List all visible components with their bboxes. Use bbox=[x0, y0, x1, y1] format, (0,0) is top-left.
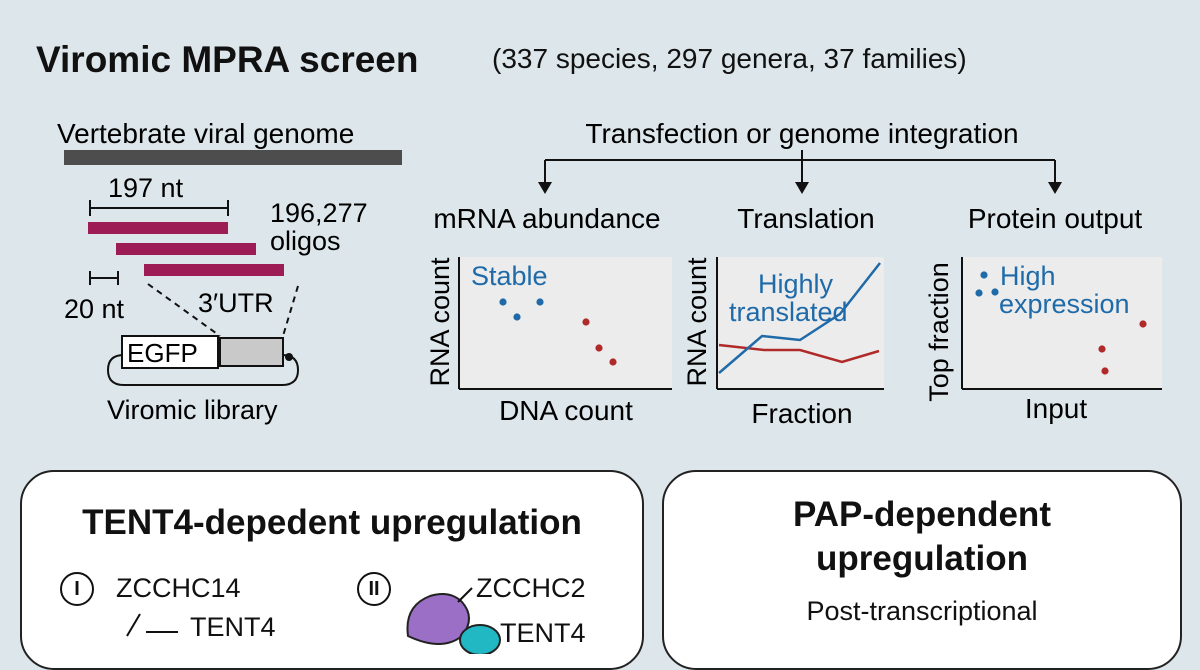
oligo-bar bbox=[116, 243, 256, 255]
utr-box bbox=[219, 337, 284, 367]
mechanism-2-partner: TENT4 bbox=[500, 618, 586, 648]
egfp-box bbox=[121, 335, 219, 369]
egfp-label: EGFP bbox=[127, 338, 198, 368]
xlabel-protein: Input bbox=[1025, 393, 1087, 424]
utr-label: 3′UTR bbox=[198, 288, 274, 318]
annotation-highly: Highly bbox=[758, 269, 834, 299]
ylabel-protein: Top fraction bbox=[924, 262, 954, 402]
mechanism-1-partner: TENT4 bbox=[190, 612, 276, 642]
mechanism-badge-2: II bbox=[357, 572, 391, 606]
oligo-unit: oligos bbox=[270, 226, 341, 256]
data-point-other bbox=[1139, 320, 1147, 328]
plot-area-translation bbox=[717, 257, 884, 389]
oligo-bar bbox=[144, 264, 284, 276]
data-point-stable bbox=[536, 298, 544, 306]
delivery-label: Transfection or genome integration bbox=[585, 118, 1018, 149]
step-length-bracket bbox=[89, 271, 119, 285]
arrow-down-icon bbox=[538, 182, 552, 194]
plot-axes-translation bbox=[716, 257, 884, 390]
main-title: Viromic MPRA screen bbox=[36, 39, 419, 80]
pap-panel: PAP-dependent upregulation Post-transcri… bbox=[662, 470, 1182, 670]
plot-axes-mrna bbox=[458, 257, 672, 390]
oligo-count: 196,277 bbox=[270, 198, 368, 228]
polya-signal-dot bbox=[285, 353, 293, 361]
genome-bar bbox=[64, 150, 402, 165]
annotation-translated: translated bbox=[729, 297, 848, 327]
zoom-line bbox=[282, 285, 299, 337]
mechanism-2-factor: ZCCHC2 bbox=[476, 573, 586, 603]
ylabel-translation: RNA count bbox=[682, 257, 712, 387]
data-point-high bbox=[975, 289, 983, 297]
data-point-stable bbox=[513, 313, 521, 321]
step-length-label: 20 nt bbox=[64, 294, 125, 324]
pap-panel-title: PAP-dependent upregulation bbox=[664, 493, 1180, 581]
plot-area-protein bbox=[962, 257, 1162, 389]
data-point-other bbox=[582, 318, 590, 326]
xlabel-mrna: DNA count bbox=[499, 395, 633, 426]
series-line-highly-translated bbox=[718, 262, 881, 374]
library-label: Viromic library bbox=[107, 395, 278, 425]
tent4-panel-title: TENT4-depedent upregulation bbox=[82, 503, 582, 542]
pap-title-line-1: PAP-dependent bbox=[793, 495, 1051, 534]
tent4-panel: TENT4-depedent upregulation I ZCCHC14 TE… bbox=[20, 470, 644, 670]
plasmid-loop bbox=[106, 354, 300, 386]
data-point-high bbox=[991, 288, 999, 296]
zoom-line bbox=[147, 283, 221, 337]
xlabel-translation: Fraction bbox=[751, 398, 852, 429]
mechanism-badge-1: I bbox=[60, 572, 94, 606]
annotation-high: High bbox=[1000, 261, 1056, 291]
diagram-canvas: Vertebrate viral genome 197 nt 196,277 o… bbox=[57, 118, 1162, 429]
protein-complex-icon bbox=[406, 587, 501, 654]
pap-panel-subtitle: Post-transcriptional bbox=[806, 596, 1038, 626]
main-subtitle: (337 species, 297 genera, 37 families) bbox=[492, 43, 967, 74]
annotation-expression: expression bbox=[999, 289, 1130, 319]
fragment-length-bracket bbox=[89, 200, 229, 216]
pap-title-line-2: upregulation bbox=[816, 538, 1028, 578]
assay-title-mrna: mRNA abundance bbox=[433, 203, 660, 234]
data-point-other bbox=[1101, 367, 1109, 375]
arrow-down-icon bbox=[1048, 182, 1062, 194]
data-point-other bbox=[609, 358, 617, 366]
oligo-bar bbox=[88, 222, 228, 234]
genome-label: Vertebrate viral genome bbox=[57, 118, 354, 149]
data-point-other bbox=[595, 344, 603, 352]
binding-line-icon bbox=[126, 613, 178, 637]
mechanism-1-factor: ZCCHC14 bbox=[116, 573, 241, 603]
data-point-high bbox=[980, 271, 988, 279]
assay-title-translation: Translation bbox=[737, 203, 874, 234]
plot-area-mrna bbox=[459, 257, 672, 389]
assay-title-protein: Protein output bbox=[968, 203, 1143, 234]
fragment-length-label: 197 nt bbox=[108, 173, 184, 203]
annotation-stable: Stable bbox=[471, 261, 548, 291]
data-point-stable bbox=[499, 298, 507, 306]
ylabel-mrna: RNA count bbox=[425, 257, 455, 387]
plot-axes-protein bbox=[961, 257, 1162, 390]
delivery-tree bbox=[544, 150, 1056, 186]
data-point-other bbox=[1098, 345, 1106, 353]
arrow-down-icon bbox=[795, 182, 809, 194]
